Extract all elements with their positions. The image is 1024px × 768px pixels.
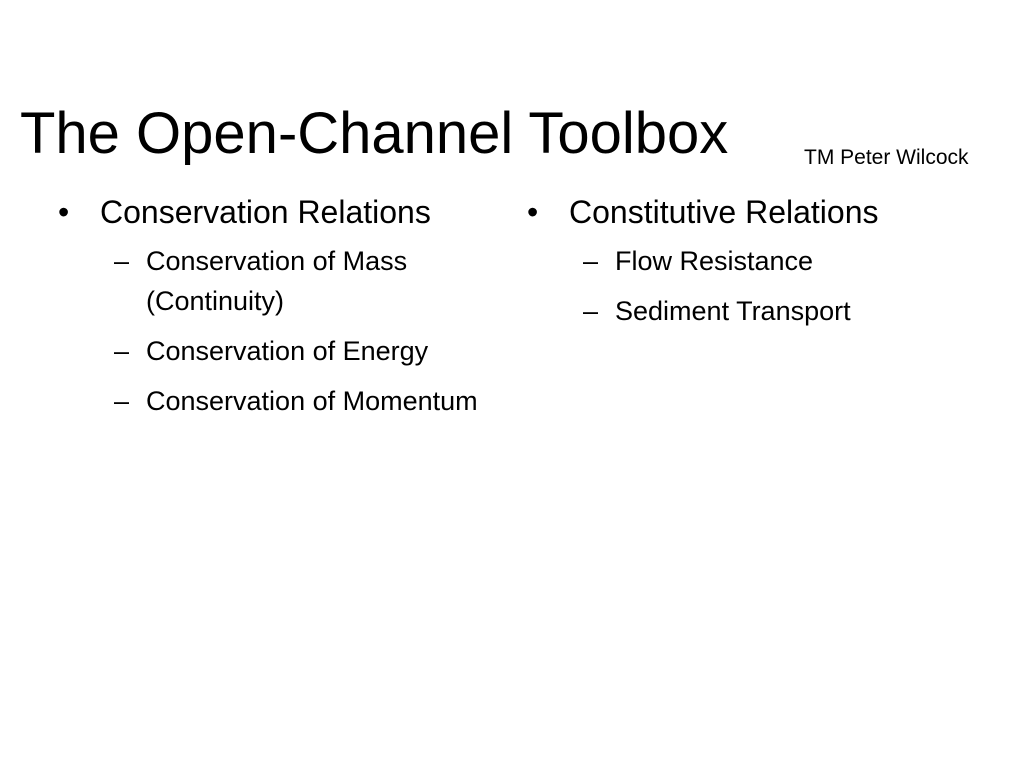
sub-bullet-mass: – Conservation of Mass (Continuity) (58, 241, 488, 321)
sub-bullet-energy: – Conservation of Energy (58, 331, 488, 371)
slide-title: The Open-Channel Toolbox (20, 101, 729, 166)
right-column: • Constitutive Relations – Flow Resistan… (527, 190, 987, 341)
sub-bullet-text: Flow Resistance (615, 246, 814, 276)
bullet-text: Conservation Relations (100, 194, 431, 230)
bullet-constitutive-relations: • Constitutive Relations (527, 190, 987, 235)
title-note: TM Peter Wilcock (804, 146, 969, 169)
bullet-icon: • (58, 194, 70, 230)
sub-bullet-sediment-transport: – Sediment Transport (527, 291, 987, 331)
sub-bullet-text: Conservation of Mass (Continuity) (146, 246, 408, 316)
dash-icon: – (114, 336, 130, 366)
bullet-text: Constitutive Relations (569, 194, 879, 230)
left-column: • Conservation Relations – Conservation … (58, 190, 488, 431)
dash-icon: – (114, 246, 130, 276)
dash-icon: – (583, 246, 599, 276)
sub-bullet-flow-resistance: – Flow Resistance (527, 241, 987, 281)
sub-bullet-text: Conservation of Momentum (146, 386, 478, 416)
dash-icon: – (583, 296, 599, 326)
bullet-conservation-relations: • Conservation Relations (58, 190, 488, 235)
sub-bullet-text: Conservation of Energy (146, 336, 429, 366)
bullet-icon: • (527, 194, 539, 230)
dash-icon: – (114, 386, 130, 416)
sub-bullet-text: Sediment Transport (615, 296, 851, 326)
sub-bullet-momentum: – Conservation of Momentum (58, 381, 488, 421)
